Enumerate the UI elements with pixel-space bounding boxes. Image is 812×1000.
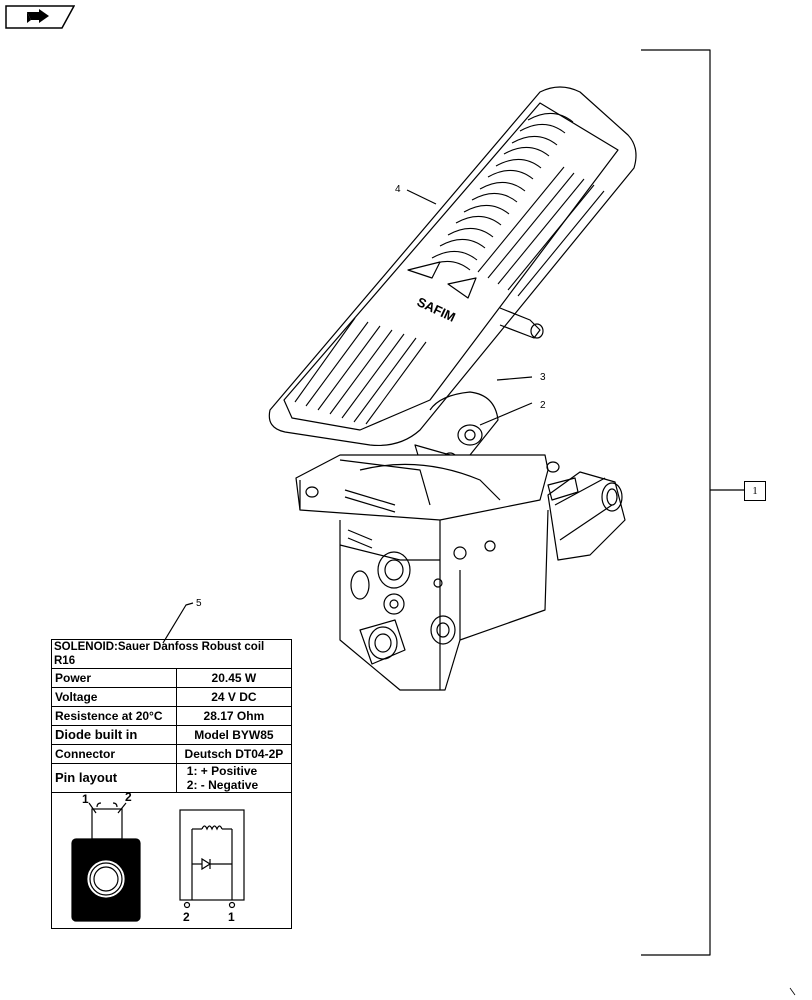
schematic-pin-2-label: 2 <box>183 910 190 924</box>
spec-value: 24 V DC <box>175 687 293 707</box>
spec-value: Deutsch DT04-2P <box>175 744 293 764</box>
table-row: Resistence at 20°C 28.17 Ohm <box>51 706 293 726</box>
spec-label: Diode built in <box>51 725 177 745</box>
solenoid-coil <box>547 471 626 561</box>
callout-1: 1 <box>752 485 758 497</box>
table-row: Pin layout 1: + Positive 2: - Negative <box>51 763 293 793</box>
assembly-reference-box: 1 <box>744 481 766 501</box>
spec-label: Power <box>51 668 177 688</box>
spec-label: Connector <box>51 744 177 764</box>
group-bracket <box>641 49 711 956</box>
table-row: Power 20.45 W <box>51 668 293 688</box>
pin-positive: 1: + Positive <box>186 764 258 778</box>
spec-value: 28.17 Ohm <box>175 706 293 726</box>
table-row: Diode built in Model BYW85 <box>51 725 293 745</box>
spec-label: Pin layout <box>51 763 177 793</box>
coil-pin-1-label: 1 <box>82 792 89 806</box>
callout-5: 5 <box>196 598 202 609</box>
valve-body <box>295 454 560 691</box>
coil-front-view <box>71 802 141 922</box>
callout-2: 2 <box>540 400 546 411</box>
spec-title: SOLENOID:Sauer Danfoss Robust coil R16 <box>51 639 292 669</box>
solenoid-spec-table: SOLENOID:Sauer Danfoss Robust coil R16 P… <box>51 639 293 793</box>
spec-value: Model BYW85 <box>175 725 293 745</box>
wiring-diagram-panel: 1 2 2 1 <box>51 779 292 929</box>
spec-value: 20.45 W <box>175 668 293 688</box>
pin-negative: 2: - Negative <box>186 778 259 792</box>
spec-label: Resistence at 20°C <box>51 706 177 726</box>
table-row: Connector Deutsch DT04-2P <box>51 744 293 764</box>
callout-4: 4 <box>395 184 401 195</box>
next-page-button[interactable] <box>5 5 76 29</box>
next-page-arrow-icon <box>5 5 76 29</box>
coil-and-schematic: 1 2 2 1 <box>71 790 245 924</box>
callout-3: 3 <box>540 372 546 383</box>
coil-schematic <box>179 809 245 909</box>
coil-pin-2-label: 2 <box>125 790 132 804</box>
spec-value: 1: + Positive 2: - Negative <box>175 763 293 793</box>
spec-label: Voltage <box>51 687 177 707</box>
pedal-plate <box>268 86 637 447</box>
table-row: Voltage 24 V DC <box>51 687 293 707</box>
schematic-pin-1-label: 1 <box>228 910 235 924</box>
